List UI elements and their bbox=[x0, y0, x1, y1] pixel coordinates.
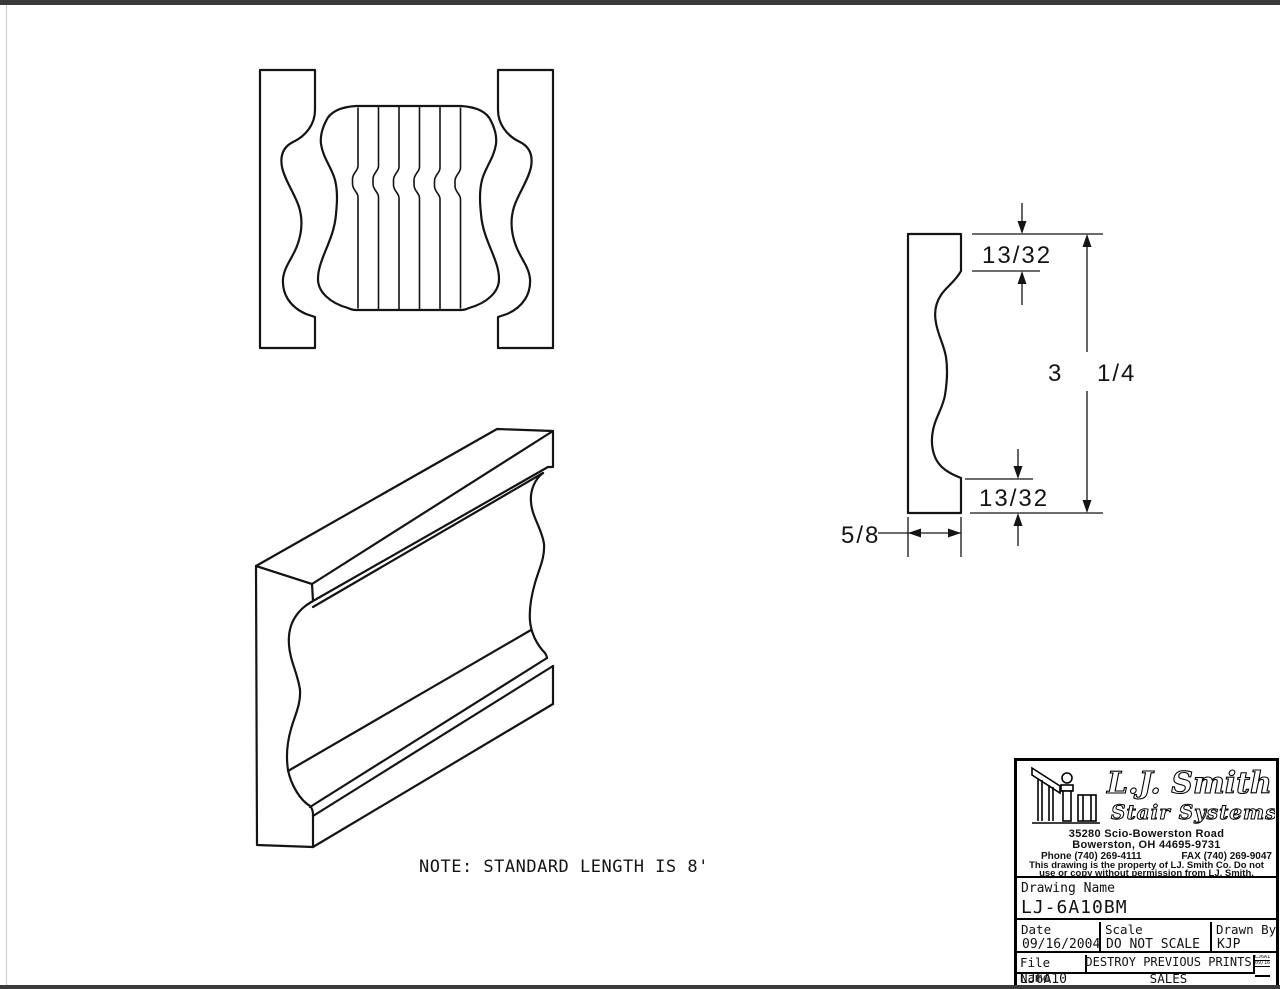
stamp-line-2: 09/16/04 bbox=[1255, 960, 1270, 967]
title-block-logo-section: L.J. Smith Stair Systems 35280 Scio-Bowe… bbox=[1017, 761, 1276, 878]
drawing-name-value: LJ-6A10BM bbox=[1021, 897, 1128, 918]
drawing-name-section: Drawing Name LJ-6A10BM bbox=[1017, 880, 1276, 920]
file-name-label: File Name bbox=[1017, 955, 1087, 985]
bottom-border-bar bbox=[0, 985, 1280, 989]
dim-bottom-thickness: 13/32 bbox=[979, 485, 1049, 512]
address-line-1: 35280 Scio-Bowerston Road bbox=[1068, 828, 1225, 840]
meta-section: Date 09/16/2004 Scale DO NOT SCALE Drawn… bbox=[1017, 922, 1276, 953]
arrow-right-width bbox=[948, 528, 961, 538]
drawn-by-label: Drawn By bbox=[1216, 922, 1277, 937]
disclaimer-line-1: This drawing is the property of LJ. Smit… bbox=[1029, 860, 1264, 871]
top-border-bar bbox=[0, 0, 1280, 5]
iso-far-ogee-curve bbox=[528, 471, 549, 660]
dim-overall-height-fraction: 1/4 bbox=[1097, 360, 1136, 387]
stamp-line-1: LJ6A10BM bbox=[1255, 955, 1270, 961]
arrow-down-bottom bbox=[1013, 466, 1023, 479]
iso-end-profile-face bbox=[254, 564, 315, 849]
brand-logo-text: L.J. Smith Stair Systems bbox=[1105, 765, 1275, 824]
arrow-up-top bbox=[1017, 271, 1027, 284]
scale-label: Scale bbox=[1105, 922, 1143, 937]
drawn-by-cell: Drawn By KJP bbox=[1212, 922, 1276, 952]
brand-tagline: Stair Systems bbox=[1111, 800, 1275, 824]
scale-value: DO NOT SCALE bbox=[1106, 937, 1200, 952]
newel-post-logo-drawing bbox=[1031, 766, 1100, 824]
address-line-2: Bowerston, OH 44695-9731 bbox=[1072, 839, 1221, 851]
title-block: L.J. Smith Stair Systems 35280 Scio-Bowe… bbox=[1014, 758, 1279, 988]
profile-view: 13/32 3 1/4 13/32 5/8 bbox=[841, 203, 1136, 557]
destroy-prints-notice: DESTROY PREVIOUS PRINTS bbox=[1084, 955, 1255, 974]
dim-overall-height-whole: 3 bbox=[1048, 360, 1063, 387]
standard-length-note: NOTE: STANDARD LENGTH IS 8' bbox=[419, 857, 709, 877]
iso-bottom-fillet-edge-1 bbox=[286, 628, 533, 773]
iso-top-fillet-edge-1 bbox=[311, 465, 554, 603]
fax-number: FAX (740) 269-9047 bbox=[1181, 851, 1272, 862]
drawing-name-label: Drawing Name bbox=[1021, 881, 1115, 896]
iso-top-face bbox=[254, 427, 555, 586]
department-value: SALES bbox=[1149, 971, 1188, 986]
iso-bottom-fillet-edge-2 bbox=[308, 656, 549, 809]
date-value: 09/16/2004 bbox=[1022, 937, 1101, 952]
drawn-by-value: KJP bbox=[1217, 937, 1241, 952]
lamination-lines bbox=[351, 106, 462, 310]
file-name-value: LJ6A10 bbox=[1020, 972, 1067, 987]
dim-top-thickness: 13/32 bbox=[982, 242, 1052, 269]
revision-stamp-box: LJ6A10BM 09/16/04 bbox=[1255, 955, 1270, 977]
laminated-mould-outline bbox=[316, 104, 501, 312]
left-former-block bbox=[258, 68, 317, 350]
dim-width: 5/8 bbox=[841, 522, 880, 549]
arrow-up-bottom bbox=[1013, 513, 1023, 526]
arrow-down-overall bbox=[1082, 500, 1092, 513]
arrow-up-overall bbox=[1082, 234, 1092, 247]
profile-outline bbox=[906, 232, 963, 515]
date-label: Date bbox=[1021, 922, 1052, 937]
right-former-block bbox=[496, 68, 555, 350]
date-cell: Date 09/16/2004 bbox=[1017, 922, 1101, 952]
iso-base-top-edge bbox=[311, 664, 555, 818]
brand-name: L.J. Smith bbox=[1106, 766, 1272, 801]
arrow-down-top bbox=[1017, 221, 1027, 234]
disclaimer-line-2: use or copy without permission from LJ. … bbox=[1039, 868, 1254, 879]
phone-number: Phone (740) 269-4111 bbox=[1041, 851, 1142, 862]
iso-base-bottom-edge bbox=[311, 702, 555, 849]
cross-section-view bbox=[258, 68, 555, 350]
arrow-left-width bbox=[908, 528, 921, 538]
isometric-view bbox=[254, 427, 555, 849]
scale-cell: Scale DO NOT SCALE bbox=[1101, 922, 1212, 952]
iso-top-fillet-edge-2 bbox=[311, 471, 545, 609]
left-edge-line bbox=[6, 5, 7, 985]
phone-fax-row: Phone (740) 269-4111 FAX (740) 269-9047 bbox=[1041, 851, 1272, 862]
